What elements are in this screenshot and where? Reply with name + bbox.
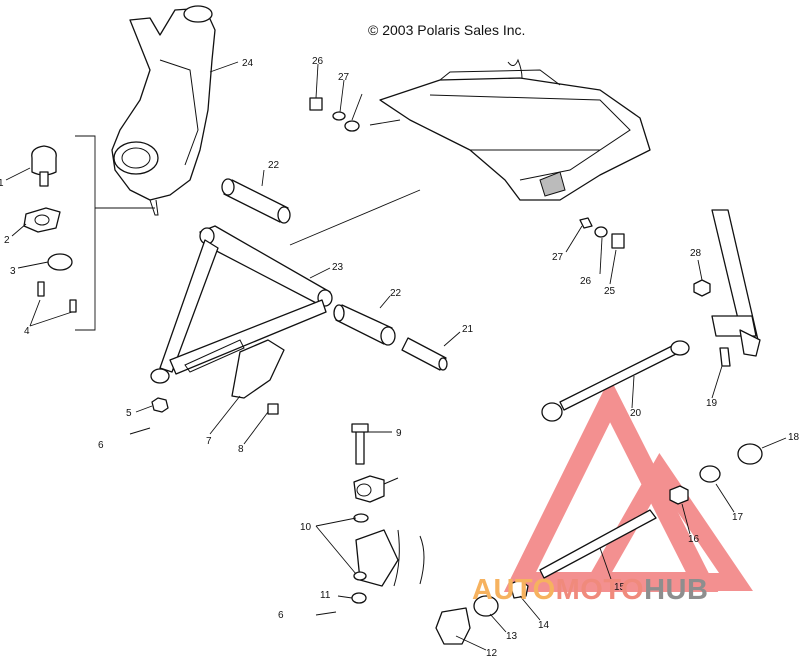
copyright-notice: © 2003 Polaris Sales Inc. [368,22,526,38]
inner-tie-rod [539,509,657,579]
callout: 22 [268,160,280,171]
callout: 9 [396,428,402,439]
pivot-bushing [333,304,396,346]
leader-lines [5,61,787,651]
steering-arm [315,513,425,616]
pivot-pin [401,337,448,371]
callout: 21 [462,324,474,335]
callout: 11 [320,590,331,601]
tie-rod-end-left [351,423,399,503]
callout: 7 [206,436,212,447]
callout: 22 [390,288,402,299]
callout: 2 [4,235,10,246]
callout: 19 [706,398,718,409]
pivot-tube [221,178,291,224]
callout: 12 [486,648,498,656]
callout: 14 [538,620,550,631]
callout: 24 [242,58,254,69]
callout: 18 [788,432,800,443]
callout: 4 [24,326,30,337]
arm-guard [231,339,285,399]
callout: 13 [506,631,518,642]
callout: 17 [732,512,744,523]
callout: 25 [604,286,616,297]
ball-joint-plate [23,207,61,233]
a-arm [150,225,333,384]
rod-end-13 [473,595,499,617]
callout: 27 [552,252,564,263]
callout: 6 [278,610,284,621]
watermark-logo-icon [503,377,753,592]
callout: 27 [338,72,350,83]
callout: 5 [126,408,132,419]
callout-numbers: 1 2 3 4 5 6 7 8 9 10 11 6 12 13 14 15 16… [0,56,800,656]
callout: 16 [688,534,700,545]
tie-rod [541,340,690,422]
steering-knuckle [111,5,216,216]
callout: 10 [300,522,312,533]
watermark-hub: HUB [644,574,709,606]
boot-12 [435,607,471,645]
ball-joint [31,145,57,187]
callout: 6 [98,440,104,451]
boot [47,253,73,271]
callout: 1 [0,178,4,189]
watermark-text: AUTOMOTOHUB [472,574,708,607]
callout: 23 [332,262,344,273]
callout: 26 [580,276,592,287]
watermark-moto: MOTO [555,574,645,606]
callout: 15 [614,582,626,593]
tie-rod-end-right [737,443,763,465]
watermark-auto: AUTO [472,574,556,606]
callout: 3 [10,266,16,277]
castle-nut [151,397,169,413]
callout: 8 [238,444,244,455]
callout: 28 [690,248,702,259]
callout: 20 [630,408,642,419]
callout: 26 [312,56,324,67]
steering-post [711,209,761,367]
frame-bracket [379,58,651,201]
nut-28 [693,279,711,297]
